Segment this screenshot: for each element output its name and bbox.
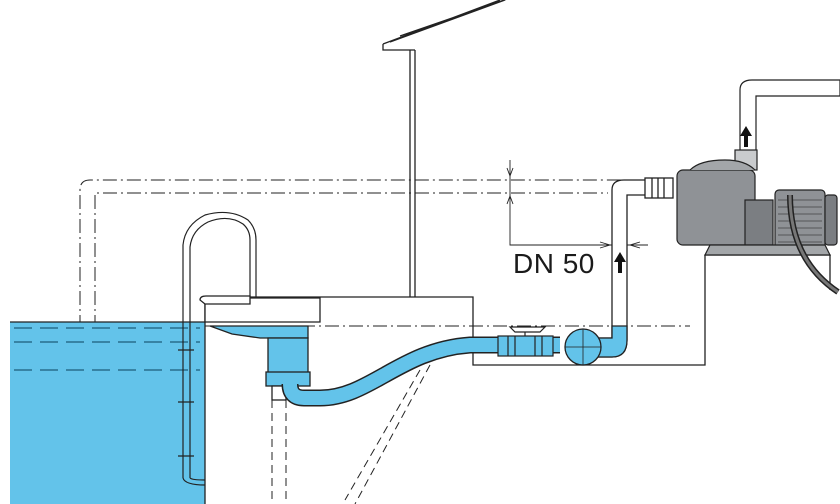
house-roof (382, 0, 507, 297)
pool-water (10, 297, 206, 504)
pump (676, 79, 840, 295)
dimension-line (506, 160, 648, 249)
hidden-lines (271, 364, 431, 504)
suction-pipe (281, 336, 560, 407)
pipe-diameter-label: DN 50 (513, 248, 595, 279)
pool-ladder (178, 211, 257, 486)
ball-valve (497, 326, 554, 357)
riser-pipe (564, 177, 674, 366)
flow-arrow-icon (740, 126, 752, 147)
skimmer (199, 295, 321, 401)
flow-arrow-icon (614, 252, 626, 273)
